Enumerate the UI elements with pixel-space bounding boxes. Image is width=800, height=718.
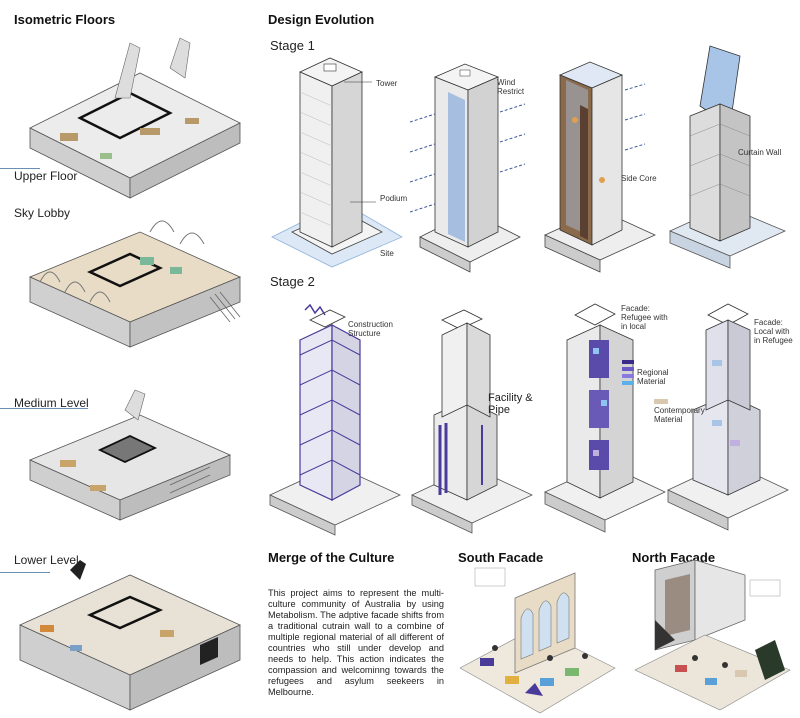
sky-lobby-label: Sky Lobby [14,206,71,220]
south-facade-title: South Facade [458,550,544,565]
south-facade-illustration [459,567,616,714]
regional-material-swatches [622,360,634,385]
upper-floor-label: Upper Floor [14,169,78,183]
lower-level-leader [0,572,50,573]
podium-label: Podium [380,194,408,203]
stage1-core-diagram [544,61,656,273]
site-label: Site [380,249,394,258]
upper-floor-leader [0,168,40,169]
facility-pipe-label: Facility & Pipe [488,392,533,416]
contemporary-material-swatch [654,399,668,404]
wind-restrict-label: Wind Restrict [497,78,525,96]
curtain-wall-label: Curtain Wall [738,148,782,157]
sky-lobby-drawing [28,220,242,348]
design-evolution-title: Design Evolution [268,12,375,27]
upper-floor-drawing [29,37,241,199]
stage-1-label: Stage 1 [270,38,315,53]
stage1-wind-diagram [409,63,526,273]
regional-material-label: Regional Material [637,368,669,386]
stage-2-label: Stage 2 [270,274,315,289]
medium-level-label: Medium Level [14,396,89,410]
refugee-facade-label: Facade: Refugee with in local [621,304,668,331]
merge-culture-title: Merge of the Culture [268,550,395,565]
contemporary-material-label: Contemporary Material [654,406,705,424]
north-facade-illustration [634,559,791,711]
merge-culture-paragraph: This project aims to represent the multi… [268,588,444,697]
stage1-curtain-diagram [668,45,787,269]
tower-label: Tower [376,79,398,88]
stage2-local-diagram [667,303,789,531]
lower-level-label: Lower Level [14,553,79,567]
local-facade-label: Facade: Local with in Refugee [754,318,793,345]
stage2-refugee-diagram [544,303,666,533]
stage2-facility-diagram [411,309,533,534]
construction-structure-label: Construction Structure [348,320,393,338]
lower-level-drawing [19,560,241,711]
stage1-tower-diagram [271,57,403,268]
stage2-construction-diagram [269,303,401,536]
side-core-label: Side Core [621,174,657,183]
isometric-floors-title: Isometric Floors [14,12,116,27]
medium-level-leader [0,408,88,409]
medium-level-drawing [28,389,232,521]
